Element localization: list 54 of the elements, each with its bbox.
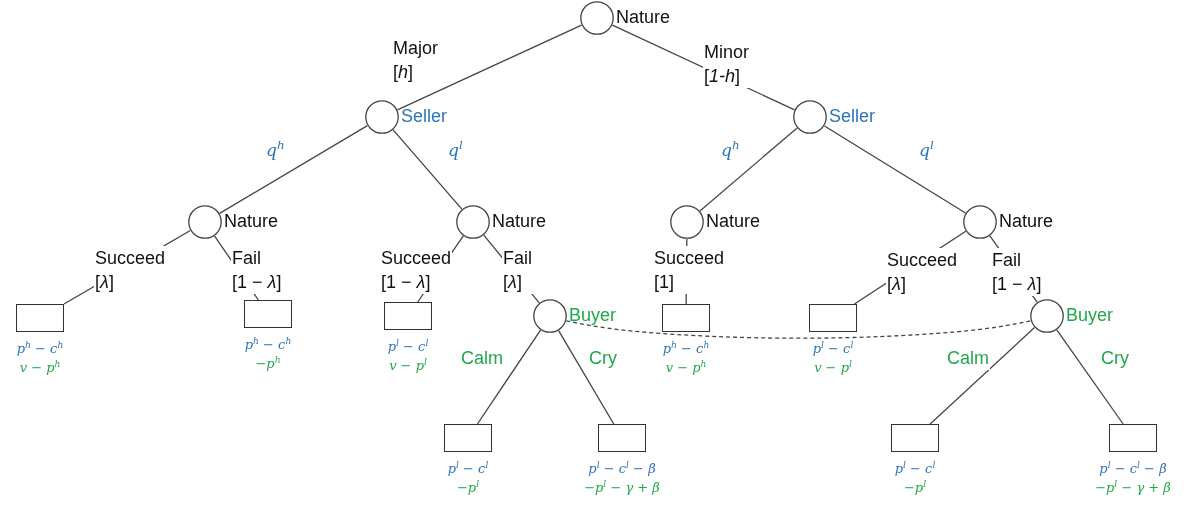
player-label: Buyer xyxy=(1066,305,1114,325)
payoff-text: p$^{h}$ − c$^{h}$ xyxy=(244,336,292,353)
branch-label: Succeed [λ] xyxy=(94,246,167,294)
branch-line xyxy=(1056,329,1124,425)
branch-line xyxy=(218,125,369,214)
payoff-text: −p$^{l}$ − γ + β xyxy=(1095,479,1171,496)
terminal-box xyxy=(444,424,492,452)
payoff-text: p$^{h}$ − c$^{h}$ xyxy=(16,340,64,357)
branch-label: q$^{h}$ xyxy=(720,138,741,162)
branch-label: q$^{l}$ xyxy=(918,138,935,162)
payoff-text: p$^{h}$ − c$^{h}$ xyxy=(662,340,710,357)
information-set-line xyxy=(565,320,1032,339)
payoff-text: v − p$^{l}$ xyxy=(389,357,427,374)
player-label: Nature xyxy=(492,211,547,231)
payoff-text: p$^{l}$ − c$^{l}$ xyxy=(387,338,429,355)
terminal-box xyxy=(384,302,432,330)
branch-label: Succeed [λ] xyxy=(886,248,959,296)
payoff-text: p$^{l}$ − c$^{l}$ xyxy=(812,340,854,357)
branch-line xyxy=(396,24,583,111)
terminal-box xyxy=(891,424,939,452)
branch-line xyxy=(392,129,463,210)
branch-line xyxy=(823,125,967,214)
terminal-box xyxy=(16,304,64,332)
terminal-box xyxy=(662,304,710,332)
payoff-text: p$^{l}$ − c$^{l}$ xyxy=(894,460,936,477)
terminal-box xyxy=(244,300,292,328)
player-label: Nature xyxy=(224,211,279,231)
payoff-text: v − p$^{h}$ xyxy=(665,359,707,376)
payoff-text: p$^{l}$ − c$^{l}$ − β xyxy=(588,460,656,477)
branch-label: q$^{h}$ xyxy=(265,138,286,162)
branch-label: q$^{l}$ xyxy=(447,138,464,162)
player-label: Nature xyxy=(999,211,1054,231)
terminal-box xyxy=(598,424,646,452)
payoff-text: v − p$^{h}$ xyxy=(19,359,61,376)
player-label: Nature xyxy=(706,211,761,231)
player-label: Seller xyxy=(401,106,448,126)
payoff-text: −p$^{h}$ xyxy=(255,355,281,372)
payoff-text: −p$^{l}$ xyxy=(456,479,480,496)
branch-label: Succeed [1] xyxy=(653,246,726,294)
terminal-box xyxy=(809,304,857,332)
branch-line xyxy=(476,329,542,425)
branch-line xyxy=(699,127,798,212)
terminal-box xyxy=(1109,424,1157,452)
player-label: Seller xyxy=(829,106,876,126)
player-label: Buyer xyxy=(569,305,617,325)
payoff-text: p$^{l}$ − c$^{l}$ xyxy=(447,460,489,477)
branch-line xyxy=(558,330,615,425)
branch-line xyxy=(929,326,1036,425)
branch-label: Fail [1 − λ] xyxy=(991,248,1043,296)
payoff-text: v − p$^{l}$ xyxy=(814,359,852,376)
payoff-text: p$^{l}$ − c$^{l}$ − β xyxy=(1099,460,1167,477)
payoff-text: −p$^{l}$ xyxy=(903,479,927,496)
payoff-text: −p$^{l}$ − γ + β xyxy=(584,479,660,496)
player-label: Nature xyxy=(616,7,671,27)
